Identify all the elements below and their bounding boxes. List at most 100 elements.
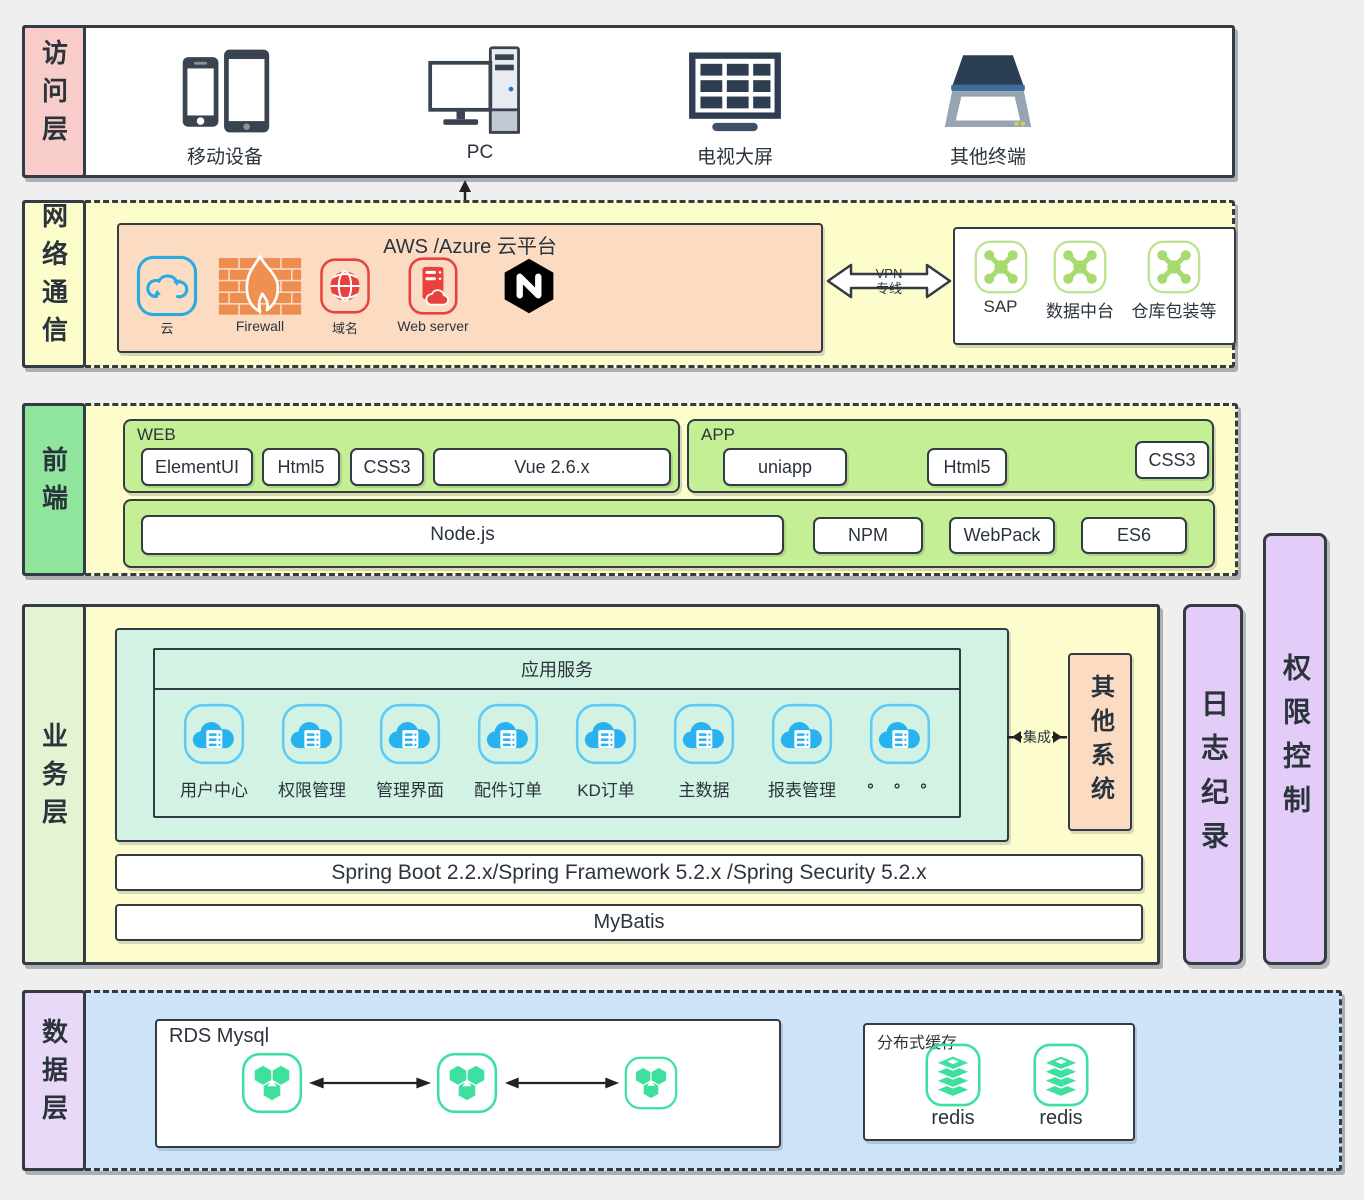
device-other-terminal-label: 其他终端 — [949, 147, 1026, 168]
tv-screen-icon — [685, 46, 785, 138]
chip-html5-app: Html5 — [927, 448, 1007, 486]
service-parts-order: 配件订单 — [462, 702, 554, 801]
device-tv-label: 电视大屏 — [696, 147, 773, 168]
chip-es6: ES6 — [1081, 517, 1187, 554]
network-node-icon — [1146, 239, 1202, 295]
service-report: 报表管理 — [756, 702, 848, 801]
mobile-devices-icon — [173, 44, 277, 138]
business-layer-label-text: 业务层 — [38, 721, 69, 836]
web-group-title: WEB — [137, 425, 176, 444]
chip-npm: NPM — [813, 517, 923, 554]
network-layer-label-text: 网络通信 — [38, 202, 69, 354]
cloud-server-icon — [378, 702, 442, 766]
cloud-server-icon — [476, 702, 540, 766]
service-label: 报表管理 — [768, 781, 836, 800]
other-system-box: 其他系统 — [1068, 653, 1132, 831]
service-permission: 权限管理 — [266, 702, 358, 801]
app-services-box: 应用服务 用户中心 权限管理 管理界面 — [153, 648, 961, 818]
network-layer-label: 网络通信 — [22, 200, 86, 368]
service-label: KD订单 — [577, 781, 635, 800]
firewall-item: Firewall — [215, 255, 305, 334]
app-group-title: APP — [701, 425, 736, 444]
redis-node: redis — [1021, 1043, 1101, 1130]
redis-label: redis — [931, 1107, 975, 1129]
chip-webpack: WebPack — [949, 517, 1055, 554]
cloud-server-icon — [182, 702, 246, 766]
device-mobile-label: 移动设备 — [186, 147, 263, 168]
data-platform-label: 数据中台 — [1046, 302, 1114, 321]
service-label: 权限管理 — [278, 781, 346, 800]
globe-icon — [317, 255, 373, 317]
data-layer: 数据层 RDS Mysql 分布式缓存 redis — [22, 990, 1342, 1171]
data-layer-label-text: 数据层 — [38, 1017, 69, 1132]
app-services-row: 用户中心 权限管理 管理界面 配件订单 — [155, 690, 959, 801]
service-label: 配件订单 — [474, 781, 542, 800]
integration-arrow: 集成 — [1007, 727, 1067, 747]
frontend-layer: 前端 WEB ElementUI Html5 CSS3 Vue 2.6.x AP… — [22, 403, 1238, 576]
chip-uniapp: uniapp — [723, 448, 847, 486]
access-layer: 访问层 移动设备 PC 电视大屏 其他终端 — [22, 25, 1235, 178]
device-pc-label: PC — [466, 142, 494, 163]
domain-item: 域名 — [315, 255, 375, 337]
mysql-sync-arrow — [505, 1077, 619, 1089]
device-tv: 电视大屏 — [650, 46, 820, 169]
business-layer-label: 业务层 — [22, 604, 86, 965]
tooling-group-box: Node.js NPM WebPack ES6 — [123, 499, 1215, 568]
access-layer-label-text: 访问层 — [38, 38, 69, 153]
redis-icon — [921, 1043, 985, 1107]
network-node-icon — [973, 239, 1029, 295]
data-platform-item: 数据中台 — [1046, 239, 1114, 322]
cloud-item: 云 — [135, 255, 199, 337]
service-more-dots: ∘ ∘ ∘ — [865, 778, 935, 795]
rds-mysql-title: RDS Mysql — [169, 1025, 270, 1047]
frontend-layer-label: 前端 — [22, 403, 86, 576]
chip-vue: Vue 2.6.x — [433, 448, 671, 486]
device-other-terminal: 其他终端 — [903, 46, 1073, 169]
data-layer-label: 数据层 — [22, 990, 86, 1171]
device-mobile: 移动设备 — [140, 44, 310, 169]
permission-control-label: 权限控制 — [1280, 653, 1311, 829]
redis-icon — [1029, 1043, 1093, 1107]
service-label: 用户中心 — [180, 781, 248, 800]
service-admin-ui: 管理界面 — [364, 702, 456, 801]
app-group-box: APP uniapp Html5 CSS3 — [687, 419, 1214, 493]
redis-label: redis — [1039, 1107, 1083, 1129]
web-server-item-label: Web server — [397, 318, 469, 334]
firewall-icon — [217, 255, 303, 317]
cache-box: 分布式缓存 redis redis — [863, 1023, 1135, 1141]
vpn-double-arrow-icon — [826, 263, 952, 299]
cloud-server-icon — [672, 702, 736, 766]
cloud-platform-box: AWS /Azure 云平台 云 Firewall 域名 Web server — [117, 223, 823, 353]
chip-html5-web: Html5 — [262, 448, 340, 486]
network-layer: 网络通信 AWS /Azure 云平台 云 Firewall 域名 Web se… — [22, 200, 1236, 368]
service-label: 主数据 — [678, 781, 730, 800]
cloud-sync-icon — [136, 255, 198, 317]
frontend-layer-label-text: 前端 — [38, 445, 69, 522]
chip-nodejs: Node.js — [141, 515, 784, 555]
mysql-cluster-icon — [623, 1055, 679, 1111]
pc-icon — [427, 44, 533, 138]
vpn-arrow: VPN 专线 — [825, 259, 953, 303]
cloud-platform-title: AWS /Azure 云平台 — [383, 236, 557, 258]
web-server-icon — [404, 255, 462, 317]
access-layer-label: 访问层 — [22, 25, 86, 178]
service-user-center: 用户中心 — [168, 702, 260, 801]
chip-css3-app: CSS3 — [1135, 441, 1209, 479]
rds-mysql-box: RDS Mysql — [155, 1019, 781, 1148]
firewall-item-label: Firewall — [235, 318, 285, 334]
network-node-icon — [1052, 239, 1108, 295]
mybatis-box: MyBatis — [115, 904, 1143, 941]
chip-css3-web: CSS3 — [350, 448, 424, 486]
mysql-cluster-icon — [435, 1051, 499, 1115]
nginx-item — [497, 257, 561, 315]
mysql-cluster-icon — [240, 1051, 304, 1115]
mysql-sync-arrow — [309, 1077, 431, 1089]
service-master-data: 主数据 — [658, 702, 750, 801]
cloud-server-icon — [574, 702, 638, 766]
cloud-server-icon — [280, 702, 344, 766]
vpn-label: VPN 专线 — [825, 259, 953, 303]
cloud-item-label: 云 — [160, 321, 174, 336]
log-record-label: 日志纪录 — [1198, 688, 1229, 865]
log-record-bar: 日志纪录 — [1183, 604, 1243, 965]
